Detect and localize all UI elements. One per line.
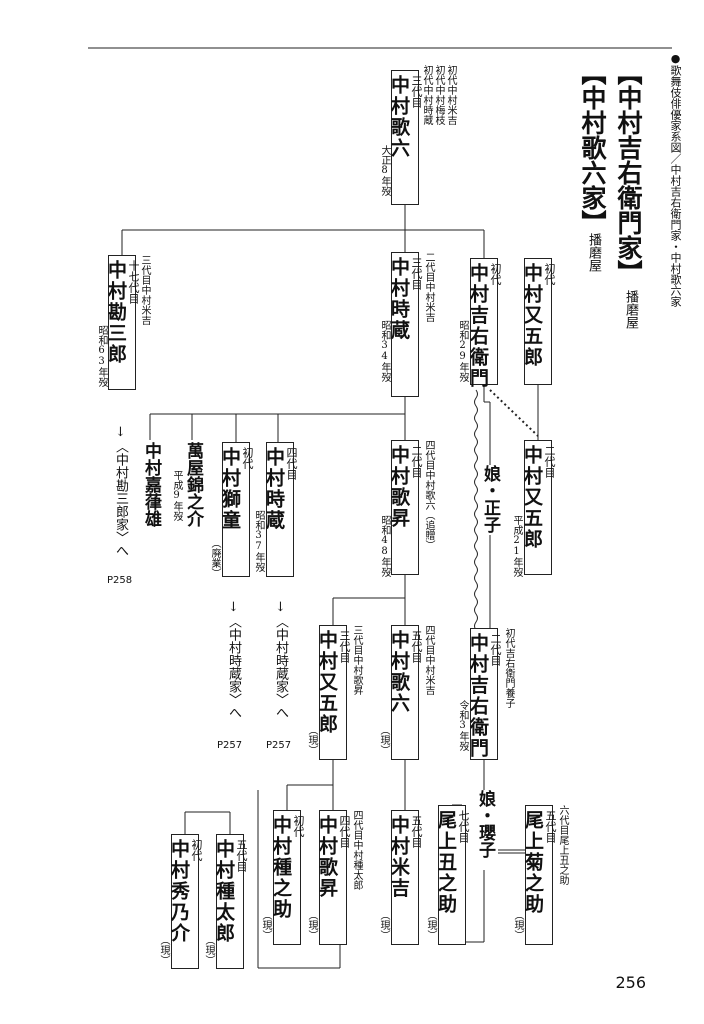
xref-tokizo-b: ↓〈中村時蔵家〉へ bbox=[273, 600, 288, 719]
xref-kanzaburo: ↓〈中村勘三郎家〉へ bbox=[113, 425, 128, 557]
header-caption: ●歌舞伎俳優家系図／中村吉右衛門家・中村歌六家 bbox=[669, 52, 682, 307]
note-kasho-4: 四代目中村種太郎 bbox=[351, 810, 362, 890]
person-box-karoku-3: 三代目中村歌六 bbox=[388, 70, 423, 205]
yago-karoku: 播磨屋 bbox=[586, 233, 601, 272]
person-kinnosuke: 萬屋錦之介 bbox=[183, 442, 203, 527]
xref-kanzaburo-page: P258 bbox=[107, 575, 133, 586]
note-kasho-2: 四代目中村歌六（追贈） bbox=[423, 440, 434, 550]
person-box-kasho-4: 四代目中村歌昇 bbox=[316, 810, 351, 945]
person-box-kichiemon-2: 二代目中村吉右衛門 bbox=[467, 628, 502, 760]
xref-tokizo-a: ↓〈中村時蔵家〉へ bbox=[226, 600, 241, 719]
person-name: 中村又五郎 bbox=[316, 630, 338, 735]
death-tokizo-4: 昭和37年歿 bbox=[253, 510, 264, 572]
person-name: 中村勘三郎 bbox=[105, 260, 127, 365]
death-kichiemon-2: 令和3年歿 bbox=[457, 700, 468, 751]
person-name: 中村又五郎 bbox=[521, 445, 543, 550]
person-box-tanenosuke-1: 初代中村種之助 bbox=[270, 810, 305, 945]
page-number: 256 bbox=[615, 973, 646, 992]
death-kinnosuke: 平成9年歿 bbox=[171, 470, 182, 521]
adoption-wavy-line bbox=[474, 389, 478, 639]
status-tanenosuke-1: （現） bbox=[260, 910, 271, 940]
xref-tokizo-a-page: P257 bbox=[217, 740, 243, 751]
adoption-dotted-line bbox=[489, 389, 539, 437]
person-name: 尾上菊之助 bbox=[522, 810, 544, 915]
person-name: 尾上丑之助 bbox=[435, 810, 457, 915]
note-matagoro-3: 三代目中村歌昇 bbox=[351, 625, 362, 695]
death-tokizo-3: 昭和34年歿 bbox=[379, 320, 390, 382]
person-box-karoku-5: 五代目中村歌六 bbox=[388, 625, 423, 760]
person-name: 中村吉右衛門 bbox=[467, 263, 489, 389]
person-name: 中村又五郎 bbox=[521, 263, 543, 368]
person-name: 中村時蔵 bbox=[388, 257, 410, 341]
status-karoku-5: （現） bbox=[378, 725, 389, 755]
person-name: 中村吉右衛門 bbox=[467, 633, 489, 759]
person-box-yonekichi-5: 五代目中村米吉 bbox=[388, 810, 423, 945]
person-box-kikunosuke-5: 五代目尾上菊之助 bbox=[522, 805, 557, 945]
note-tokizo-3: 二代目中村米吉 bbox=[423, 252, 434, 322]
status-matagoro-3: （現） bbox=[306, 725, 317, 755]
person-box-matagoro-1: 初代中村又五郎 bbox=[521, 258, 556, 385]
person-box-tanetaro-5: 五代目中村種太郎 bbox=[213, 834, 248, 969]
status-kikunosuke-5: （現） bbox=[512, 910, 523, 940]
note-karoku-5: 四代目中村米吉 bbox=[423, 625, 434, 695]
person-name: 中村秀乃介 bbox=[168, 839, 190, 944]
status-hideyoshi-1: （現） bbox=[158, 935, 169, 965]
note-kanzaburo-17: 三代目中村米吉 bbox=[139, 255, 150, 325]
person-box-kasho-2: 二代目中村歌昇 bbox=[388, 440, 423, 575]
note-kikunosuke-5: 六代目尾上丑之助 bbox=[557, 805, 568, 885]
status-yonekichi-5: （現） bbox=[378, 910, 389, 940]
person-name: 中村歌昇 bbox=[316, 815, 338, 899]
person-name: 中村種之助 bbox=[270, 815, 292, 920]
person-name: 中村歌六 bbox=[388, 75, 410, 159]
person-box-hideyoshi-1: 初代中村秀乃介 bbox=[168, 834, 203, 969]
person-name: 中村米吉 bbox=[388, 815, 410, 899]
person-masako: 娘・正子 bbox=[480, 465, 500, 533]
death-matagoro-2: 平成21年歿 bbox=[511, 515, 522, 577]
person-box-tokizo-4: 四代目中村時蔵 bbox=[263, 442, 298, 577]
person-name: 中村獅童 bbox=[219, 447, 241, 531]
note-kichiemon-2: 初代吉右衛門養子 bbox=[503, 628, 514, 708]
yago-kichiemon: 播磨屋 bbox=[623, 290, 638, 329]
note-shido-1: （廃業） bbox=[209, 538, 220, 578]
person-box-ushinosuke-7: 七代目尾上丑之助 bbox=[435, 805, 470, 945]
note-karoku-3: 初代中村米吉 初代中村梅枝 初代中村時蔵 bbox=[421, 65, 456, 125]
status-ushinosuke-7: （現） bbox=[425, 910, 436, 940]
person-box-kichiemon-1: 初代中村吉右衛門 bbox=[467, 258, 502, 389]
death-kanzaburo-17: 昭和63年歿 bbox=[96, 325, 107, 387]
status-tanetaro-5: （現） bbox=[203, 935, 214, 965]
person-name: 中村時蔵 bbox=[263, 447, 285, 531]
person-box-matagoro-3: 三代目中村又五郎 bbox=[316, 625, 351, 760]
title-kichiemon-family: 【中村吉右衛門家】 bbox=[614, 60, 643, 285]
person-name: 中村歌昇 bbox=[388, 445, 410, 529]
person-name: 中村歌六 bbox=[388, 630, 410, 714]
person-akiko: 娘・瓔子 bbox=[475, 790, 495, 858]
status-kasho-4: （現） bbox=[306, 910, 317, 940]
death-kichiemon-1: 昭和29年歿 bbox=[457, 320, 468, 382]
person-box-tokizo-3: 三代目中村時蔵 bbox=[388, 252, 423, 397]
person-box-matagoro-2: 二代目中村又五郎 bbox=[521, 440, 556, 575]
xref-tokizo-b-page: P257 bbox=[266, 740, 292, 751]
person-box-shido-1: 初代中村獅童 bbox=[219, 442, 254, 577]
person-box-kanzaburo-17: 十七代目中村勘三郎 bbox=[105, 255, 140, 390]
death-kasho-2: 昭和48年歿 bbox=[379, 515, 390, 577]
person-name: 中村種太郎 bbox=[213, 839, 235, 944]
death-karoku-3: 大正8年歿 bbox=[379, 145, 390, 196]
person-kaneo: 中村嘉葎雄 bbox=[141, 442, 161, 527]
title-karoku-family: 【中村歌六家】 bbox=[578, 60, 607, 235]
